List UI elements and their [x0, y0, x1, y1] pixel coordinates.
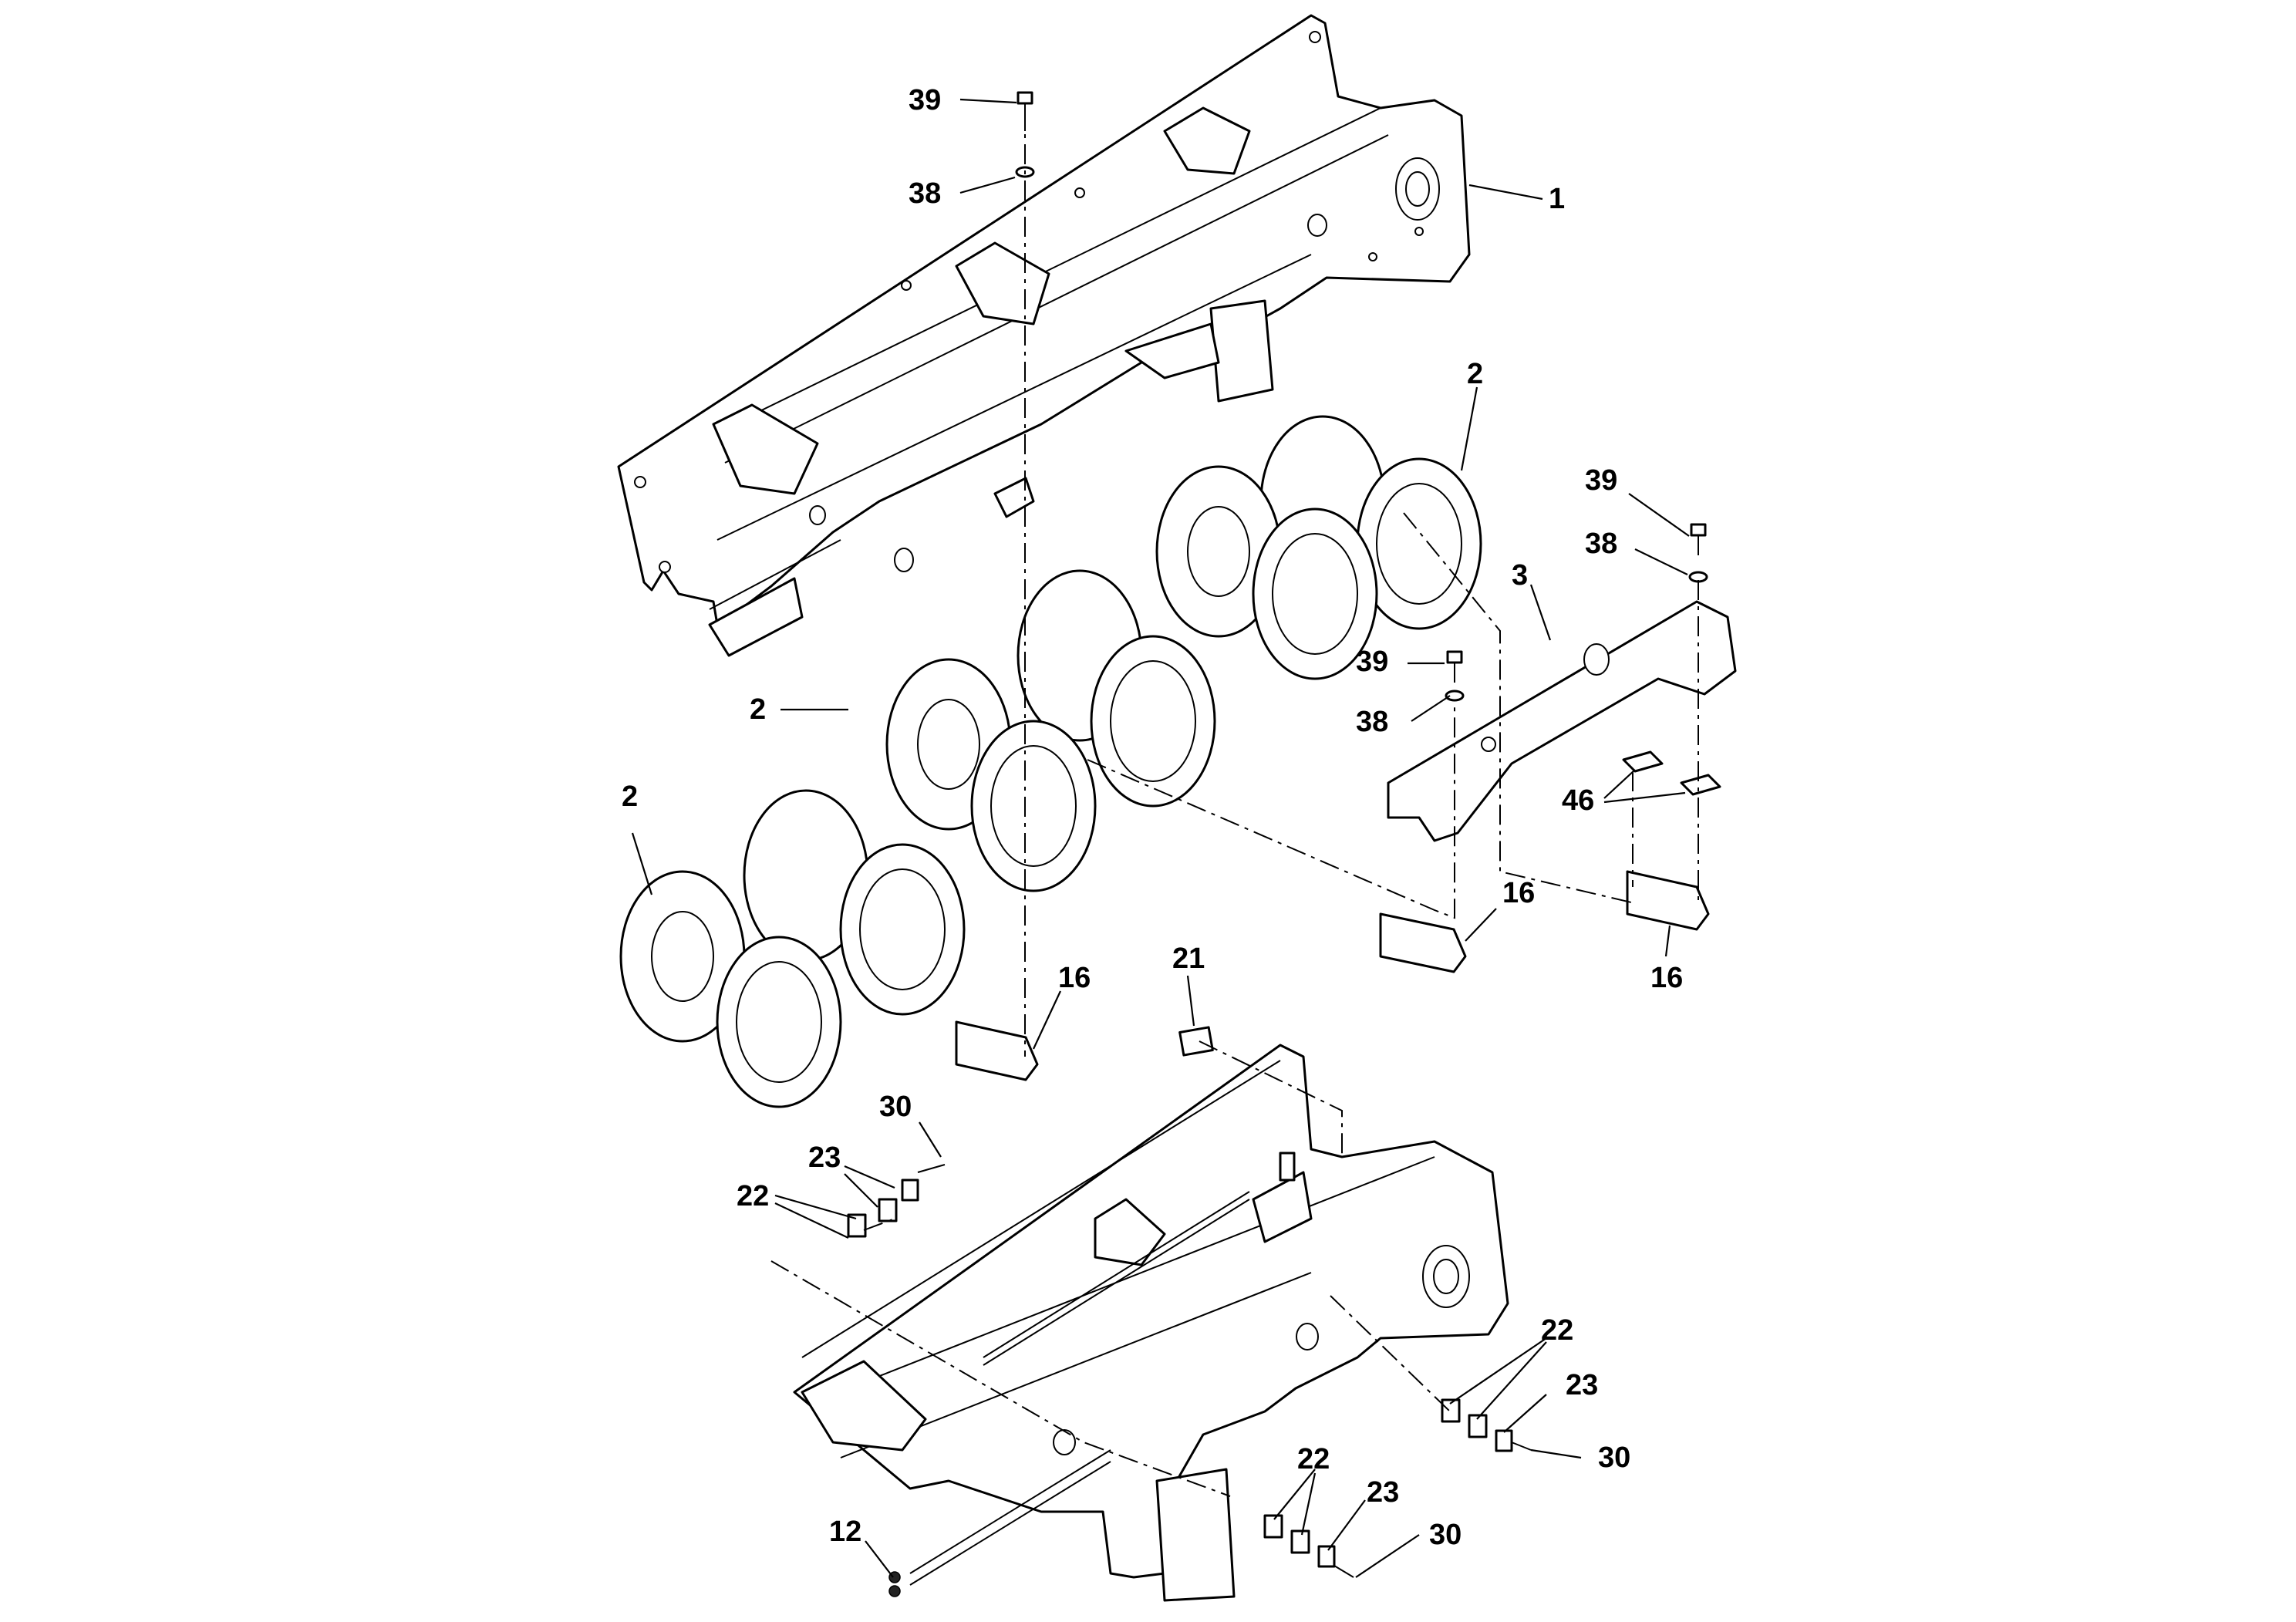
shims: [1622, 750, 1721, 796]
callout-16-right: 16: [1650, 962, 1683, 994]
lower-frame: [793, 1044, 1509, 1602]
decal: [1178, 1026, 1214, 1057]
callout-labels: 39 38 1 2 39 38 3 39 38 2 46 2 16 16 21 …: [622, 84, 1683, 1551]
callout-30-bottom: 30: [1429, 1519, 1462, 1551]
callout-46: 46: [1562, 784, 1594, 817]
callout-38-top: 38: [909, 177, 941, 210]
callout-2-middle: 2: [750, 693, 766, 726]
wheel-bogie-top-right: [1155, 415, 1482, 680]
callout-2-left: 2: [622, 781, 638, 813]
callout-22-bottom: 22: [1297, 1443, 1330, 1475]
callout-3: 3: [1512, 559, 1528, 592]
callout-23-bottom: 23: [1367, 1476, 1399, 1509]
rocker-arm: [1387, 600, 1737, 842]
leader-lines: [631, 98, 1690, 1578]
callout-39-top: 39: [909, 84, 941, 116]
callout-16-middle: 16: [1502, 877, 1535, 909]
centerlines: [770, 108, 1699, 1497]
callout-16-left: 16: [1058, 962, 1091, 994]
callout-21: 21: [1172, 943, 1205, 975]
callout-39-middle: 39: [1356, 646, 1388, 678]
wheel-bogie-bottom-left: [619, 789, 966, 1108]
callout-22-right: 22: [1541, 1314, 1573, 1347]
bogie-pins: [955, 870, 1710, 1081]
callout-23-left: 23: [808, 1141, 841, 1174]
callout-30-right: 30: [1598, 1442, 1630, 1474]
callout-30-left: 30: [879, 1091, 912, 1123]
callout-2-top-right: 2: [1467, 358, 1483, 390]
callout-22-left: 22: [737, 1180, 769, 1212]
callout-39-right: 39: [1585, 464, 1617, 497]
callout-1: 1: [1549, 183, 1565, 215]
callout-38-right: 38: [1585, 528, 1617, 560]
callout-23-right: 23: [1566, 1369, 1598, 1401]
callout-12: 12: [829, 1516, 861, 1548]
wheel-bogie-middle: [885, 569, 1216, 892]
callout-38-middle: 38: [1356, 706, 1388, 738]
hose-clamps: [847, 1164, 1532, 1578]
